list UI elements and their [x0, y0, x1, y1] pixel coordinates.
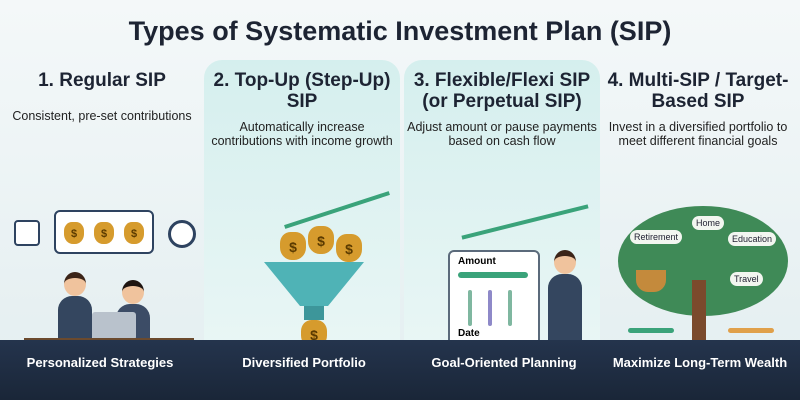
vertical-slider[interactable]	[508, 290, 512, 326]
date-label: Date	[458, 328, 480, 339]
page-title: Types of Systematic Investment Plan (SIP…	[128, 16, 672, 46]
amount-label: Amount	[458, 256, 496, 267]
tree-trunk	[692, 280, 706, 350]
top-up-sip-illustration: $ $ $ $	[204, 191, 400, 350]
footer-label: Personalized Strategies	[26, 355, 174, 370]
goal-home: Home	[692, 216, 725, 230]
money-bag-icon: $	[94, 222, 114, 244]
footer-label: Maximize Long-Term Wealth	[612, 355, 788, 370]
money-bag-icon: $	[64, 222, 84, 244]
column-heading: 2. Top-Up (Step-Up) SIP	[213, 70, 391, 112]
goal-retirement: Retirement	[630, 230, 683, 244]
column-description: Invest in a diversified portfolio to mee…	[608, 120, 788, 148]
column-multi-sip: 4. Multi-SIP / Target-Based SIP Invest i…	[600, 60, 796, 350]
column-heading: 3. Flexible/Flexi SIP (or Perpetual SIP)	[413, 70, 591, 112]
vertical-slider[interactable]	[468, 290, 472, 326]
flexible-sip-illustration: Amount Date	[404, 204, 600, 350]
column-top-up-sip: 2. Top-Up (Step-Up) SIP Automatically in…	[204, 60, 400, 350]
footer-label: Diversified Portfolio	[242, 355, 366, 370]
man-avatar	[64, 272, 86, 296]
money-bag-icon: $	[308, 226, 334, 254]
column-description: Consistent, pre-set contributions	[12, 109, 192, 123]
growth-arrow-icon	[284, 191, 390, 229]
column-heading: 4. Multi-SIP / Target-Based SIP	[607, 70, 789, 112]
growth-arrow-icon	[461, 204, 589, 240]
woman-avatar	[122, 280, 144, 304]
funnel-spout	[304, 306, 324, 320]
column-heading: 1. Regular SIP	[38, 70, 166, 91]
vertical-slider[interactable]	[488, 290, 492, 326]
man-figure	[548, 274, 582, 350]
money-bag-icon: $	[280, 232, 306, 260]
footer-band	[0, 340, 800, 400]
column-description: Adjust amount or pause payments based on…	[407, 120, 597, 148]
multi-sip-illustration: Retirement Home Education Travel	[600, 206, 796, 350]
progress-bar	[728, 328, 774, 333]
adjustment-panel: Amount Date	[448, 250, 540, 350]
man-avatar	[554, 250, 576, 274]
goal-education: Education	[728, 232, 777, 246]
column-description: Automatically increase contributions wit…	[211, 120, 393, 148]
regular-sip-illustration: $ $ $	[4, 210, 200, 364]
goal-travel: Travel	[730, 272, 763, 286]
footer-label: Goal-Oriented Planning	[431, 355, 577, 370]
funnel-icon	[264, 262, 364, 306]
clock-icon	[168, 220, 196, 248]
money-bag-icon: $	[124, 222, 144, 244]
column-flexible-sip: 3. Flexible/Flexi SIP (or Perpetual SIP)…	[404, 60, 600, 350]
progress-bar	[628, 328, 674, 333]
money-bag-icon: $	[336, 234, 362, 262]
amount-slider[interactable]	[458, 272, 528, 278]
calendar-icon	[14, 220, 40, 246]
laptop-icon	[92, 312, 136, 340]
coin-basket-icon	[636, 270, 666, 292]
column-regular-sip: 1. Regular SIP Consistent, pre-set contr…	[4, 60, 200, 364]
